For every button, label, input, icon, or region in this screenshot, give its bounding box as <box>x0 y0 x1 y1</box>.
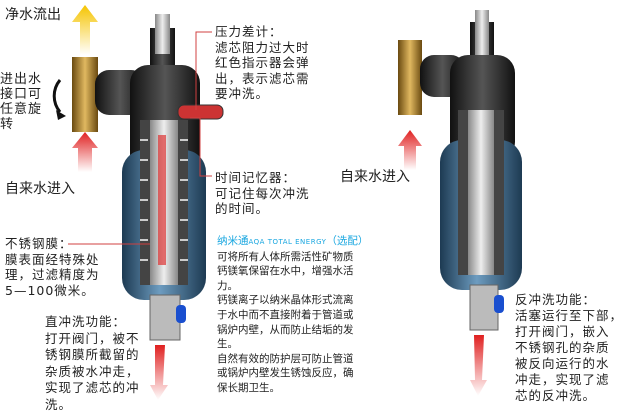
clean-water-arrow-icon <box>72 5 98 55</box>
note-line: 要冲洗。 <box>215 86 310 102</box>
note-line: 红色指示器会弹 <box>215 55 310 71</box>
right-inlet-arrow-icon <box>398 130 422 170</box>
direct-flush-note: 直冲洗功能： 打开阀门，被不 锈钢膜所截留的 杂质被水冲走， 实现了滤芯的冲 洗… <box>45 314 140 413</box>
note-line: 膜表面经特殊处 <box>5 252 100 268</box>
nano-note: 纳米通AQA TOTAL ENERGY（选配） 可将所有人体所需活性矿物质 钙镁… <box>217 234 368 396</box>
inlet-arrow-icon <box>72 132 98 172</box>
tap-water-in-label-left: 自来水进入 <box>5 178 75 198</box>
note-line: 打开阀门，嵌入 <box>515 324 623 340</box>
note-line: 保长期卫生。 <box>217 381 368 396</box>
rotate-note-line: 任意旋 <box>0 102 42 117</box>
note-line: 5—100微米。 <box>5 283 100 299</box>
note-line: 压力差计： <box>215 24 310 40</box>
note-line: 活塞运行至下部， <box>515 308 623 324</box>
note-line: 可将所有人体所需活性矿物质 <box>217 250 368 265</box>
note-line: 钙镁氧保留在水中，增强水活 <box>217 264 368 279</box>
note-line: 杂质被水冲走， <box>45 364 140 381</box>
clean-water-out-label: 净水流出 <box>5 4 61 24</box>
note-line: 滤芯阻力过大时 <box>215 40 310 56</box>
note-line: 被反向运行的水 <box>515 356 623 372</box>
note-line: 反冲洗功能： <box>515 292 623 308</box>
note-line: 不锈钢孔的杂质 <box>515 340 623 356</box>
note-line: 打开阀门，被不 <box>45 331 140 348</box>
pressure-gauge-note: 压力差计： 滤芯阻力过大时 红色指示器会弹 出，表示滤芯需 要冲洗。 <box>215 24 310 102</box>
note-line: 自然有效的防护层可防止管道 <box>217 352 368 367</box>
note-line: 实现了滤芯的冲 <box>45 380 140 397</box>
note-line: 直冲洗功能： <box>45 314 140 331</box>
nano-title: 纳米通AQA TOTAL ENERGY（选配） <box>217 234 368 250</box>
note-line: 理，过滤精度为 <box>5 267 100 283</box>
rotate-note-line: 进出水 <box>0 72 42 87</box>
rotate-arrow-icon <box>54 80 60 112</box>
note-line: 生。 <box>217 337 368 352</box>
note-line: 锅炉内壁，从而防止结垢的发 <box>217 323 368 338</box>
note-line: 于水中而不直接附着于管道或 <box>217 308 368 323</box>
rotate-note-line: 转 <box>0 117 42 132</box>
rotate-note-line: 接口可 <box>0 87 42 102</box>
note-line: 出，表示滤芯需 <box>215 71 310 87</box>
flush-arrow-icon <box>150 345 168 400</box>
stainless-membrane-note: 不锈钢膜： 膜表面经特殊处 理，过滤精度为 5—100微米。 <box>5 236 100 298</box>
rotate-note: 进出水 接口可 任意旋 转 <box>0 72 42 132</box>
note-line: 芯的反冲洗。 <box>515 388 623 404</box>
note-line: 不锈钢膜： <box>5 236 100 252</box>
note-line: 时间记忆器： <box>215 170 310 186</box>
brass-connector <box>72 57 98 132</box>
tap-water-in-label-right: 自来水进入 <box>340 166 410 186</box>
note-line: 钙镁离子以纳米晶体形式流离 <box>217 293 368 308</box>
note-line: 的时间。 <box>215 201 310 217</box>
note-line: 力。 <box>217 279 368 294</box>
note-line: 冲走，实现了滤 <box>515 372 623 388</box>
note-line: 或锅炉内壁发生锈蚀反应，确 <box>217 366 368 381</box>
time-memory-note: 时间记忆器： 可记住每次冲洗 的时间。 <box>215 170 310 217</box>
note-line: 可记住每次冲洗 <box>215 186 310 202</box>
right-filter-cutaway <box>398 10 522 396</box>
back-flush-note: 反冲洗功能： 活塞运行至下部， 打开阀门，嵌入 不锈钢孔的杂质 被反向运行的水 … <box>515 292 623 404</box>
note-line: 锈钢膜所截留的 <box>45 347 140 364</box>
